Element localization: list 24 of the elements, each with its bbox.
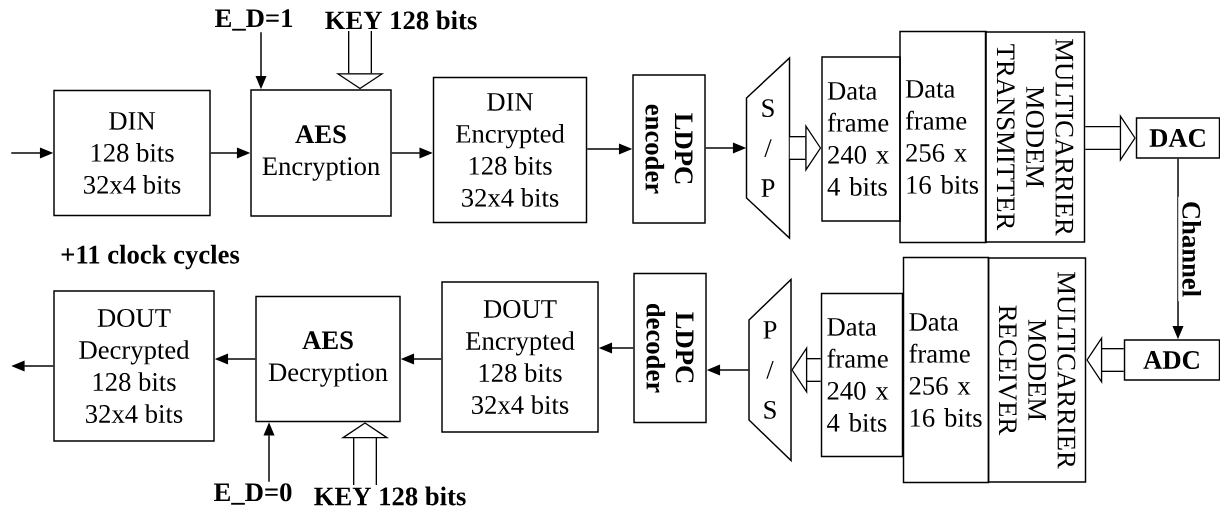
process-box: AES Decryption — [255, 295, 401, 423]
process-box: DIN 128 bits 32x4 bits — [53, 89, 211, 217]
signal-label: E_D=0 — [214, 483, 292, 505]
modem-box: MULTICARRIER MODEM RECEIVER — [987, 257, 1087, 483]
process-box: DOUT Decrypted 128 bits 32x4 bits — [53, 290, 215, 442]
signal-label: E_D=1 — [215, 9, 293, 31]
edge-label: Channel — [1178, 196, 1206, 302]
process-box: AES Encryption — [250, 89, 392, 217]
note-label: +11 clock cycles — [61, 244, 240, 270]
frame-box: Data frame 240 x 4 bits — [821, 56, 901, 222]
process-box: LDPC encoder — [632, 74, 706, 224]
signal-label: KEY 128 bits — [314, 486, 466, 506]
signal-label: KEY 128 bits — [325, 10, 477, 30]
frame-box: Data frame 256 x 16 bits — [902, 256, 990, 484]
process-box: ADC — [1123, 339, 1220, 381]
frame-box: Data frame 240 x 4 bits — [820, 292, 904, 458]
process-box: DIN Encrypted 128 bits 32x4 bits — [432, 76, 588, 224]
process-box: DOUT Encrypted 128 bits 32x4 bits — [441, 281, 599, 433]
frame-box: Data frame 256 x 16 bits — [899, 30, 987, 244]
converter-block: P / S — [748, 277, 792, 463]
modem-box: MULTICARRIER MODEM TRANSMITTER — [984, 31, 1086, 243]
process-box: LDPC decoder — [633, 272, 707, 424]
converter-block: S / P — [745, 56, 791, 240]
process-box: DAC — [1135, 117, 1220, 159]
